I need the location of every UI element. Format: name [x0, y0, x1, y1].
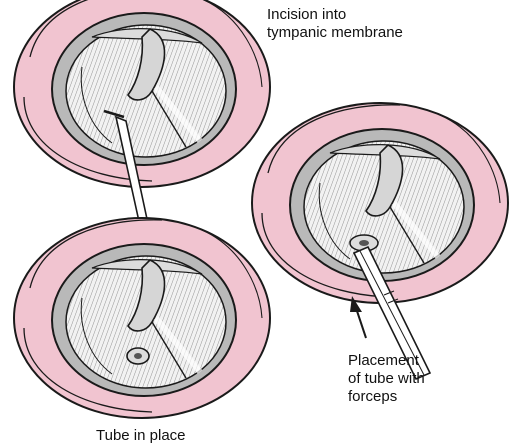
- placement-caption-line-3: forceps: [348, 388, 425, 406]
- incision-caption-line-1: Incision into: [267, 6, 403, 24]
- incision-panel: [14, 0, 270, 235]
- incision-caption: Incision into tympanic membrane: [267, 6, 403, 42]
- placement-caption-line-1: Placement: [348, 352, 425, 370]
- tube-in-place-caption: Tube in place: [96, 427, 186, 445]
- incision-caption-line-2: tympanic membrane: [267, 24, 403, 42]
- placement-panel: [252, 103, 508, 379]
- ventilation-tube-icon: [127, 348, 149, 364]
- placement-caption-line-2: of tube with: [348, 370, 425, 388]
- placement-caption: Placement of tube with forceps: [348, 352, 425, 406]
- tube-in-place-panel: [14, 218, 270, 418]
